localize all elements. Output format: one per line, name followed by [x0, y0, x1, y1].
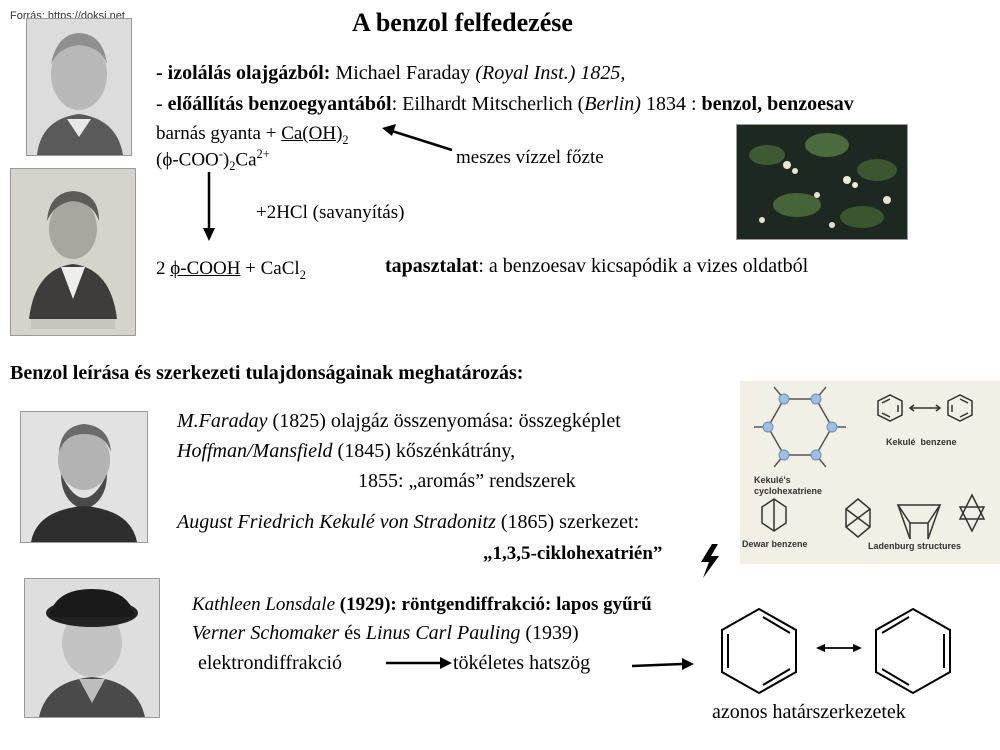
lime-water-note: meszes vízzel főzte [456, 147, 604, 168]
prep-person: : Eilhardt Mitscherlich ( [391, 93, 585, 115]
isolation-label: - izolálás olajgázból: [156, 62, 331, 84]
prep-result: benzol, benzoesav [701, 93, 854, 115]
history-schomaker-pauling: Verner Schomaker és Linus Carl Pauling (… [192, 622, 579, 645]
history-faraday: M.Faraday (1825) olajgáz összenyomása: ö… [177, 410, 621, 433]
reaction-reactants: barnás gyanta + Ca(OH)2 [156, 123, 349, 148]
arrow-hexagon-to-structures [631, 658, 694, 670]
pauling-portrait [24, 578, 160, 718]
prep-prefix: - [156, 93, 168, 115]
h7-d: (1939) [520, 622, 579, 644]
h6-name: Kathleen Lonsdale [192, 594, 336, 615]
isolation-institute: (Royal Inst.) 1825, [475, 62, 626, 84]
label-kekule-benzene: Kekulé benzene [886, 437, 957, 447]
benzene-structures-panel: Kekulé's cyclohexatriene Kekulé benzene … [740, 381, 1000, 564]
arrow-lime-to-caoh [382, 124, 453, 152]
arrow-diffraction-to-hexagon [386, 657, 452, 669]
prep-city: Berlin) [584, 93, 641, 115]
reaction-products: 2 ϕ-COOH + CaCl2 [156, 258, 306, 283]
salt-sub: 2 [229, 159, 236, 174]
resonance-double-arrow [816, 644, 862, 652]
salt-sup2: 2+ [256, 147, 270, 161]
h2-rest: (1845) kőszénkátrány, [332, 440, 516, 462]
h7-c: Linus Carl Pauling [365, 622, 521, 644]
mitscherlich-portrait [10, 168, 136, 336]
salt-sup: - [218, 147, 223, 161]
page-title: A benzol felfedezése [352, 8, 573, 37]
prod-a: 2 [156, 258, 171, 279]
h4-rest: (1865) szerkezet: [495, 511, 640, 533]
kekule-portrait [20, 411, 148, 543]
benzene-ring-left [721, 607, 797, 695]
lightning-icon [701, 544, 719, 578]
label-kekule-cyclohexatriene-1: Kekulé's [754, 475, 791, 485]
benzene-ring-right [875, 607, 951, 695]
experience-label: tapasztalat [385, 255, 479, 277]
reactant-gum: barnás gyanta + [156, 123, 282, 144]
prep-year: 1834 : [640, 93, 702, 115]
isolation-person: Michael Faraday [330, 62, 476, 84]
prod-benzoic-acid: ϕ-COOH [170, 258, 241, 279]
resonance-caption: azonos határszerkezetek [712, 701, 906, 723]
line-preparation: - előállítás benzoegyantából: Eilhardt M… [156, 93, 854, 116]
caoh-subscript: 2 [342, 132, 349, 147]
label-kekule-cyclohexatriene-2: cyclohexatriene [754, 486, 823, 496]
h1-name: M.Faraday [177, 410, 268, 432]
flowering-plant-photo [736, 124, 908, 240]
faraday-portrait [26, 18, 132, 156]
prep-label: előállítás benzoegyantából [167, 93, 392, 115]
h2-name: Hoffman/Mansfield [177, 440, 333, 462]
history-aromatic: 1855: „aromás” rendszerek [358, 470, 576, 492]
history-electron-diffraction: elektrondiffrakció [198, 652, 343, 674]
calcium-benzoate: (ϕ-COO-)2Ca2+ [156, 147, 270, 174]
h7-b: és [339, 622, 366, 644]
h4-name: August Friedrich Kekulé von Stradonitz [177, 511, 496, 533]
salt-c: Ca [235, 149, 257, 171]
arrow-down-reaction [203, 172, 215, 241]
h7-a: Verner Schomaker [192, 622, 340, 644]
salt-b: ) [222, 149, 230, 171]
experience-line: tapasztalat: a benzoesav kicsapódik a vi… [385, 255, 808, 278]
experience-text: : a benzoesav kicsapódik a vizes oldatbó… [478, 255, 809, 277]
acidification-step: +2HCl (savanyítás) [256, 202, 405, 223]
h1-rest: (1825) olajgáz összenyomása: összegképle… [267, 410, 621, 432]
line-isolation: - izolálás olajgázból: Michael Faraday (… [156, 62, 625, 85]
prod-b: + CaCl [240, 258, 300, 279]
reactant-caoh: Ca(OH) [281, 123, 342, 144]
history-perfect-hexagon: tökéletes hatszög [453, 652, 591, 674]
history-lonsdale: Kathleen Lonsdale (1929): röntgendiffrak… [192, 594, 652, 616]
label-dewar-benzene: Dewar benzene [742, 539, 808, 549]
history-kekule: August Friedrich Kekulé von Stradonitz (… [177, 511, 639, 534]
label-ladenburg: Ladenburg structures [868, 541, 962, 551]
h6-rest: (1929): röntgendiffrakció: lapos gyűrű [335, 594, 652, 615]
history-hoffman: Hoffman/Mansfield (1845) kőszénkátrány, [177, 440, 515, 463]
section-heading: Benzol leírása és szerkezeti tulajdonság… [10, 362, 524, 384]
caoh-text: Ca(OH) [281, 123, 343, 144]
history-cyclohexatriene: „1,3,5-ciklohexatrién” [483, 543, 663, 564]
prod-sub: 2 [299, 267, 306, 282]
salt-a: (ϕ-COO [156, 149, 219, 171]
